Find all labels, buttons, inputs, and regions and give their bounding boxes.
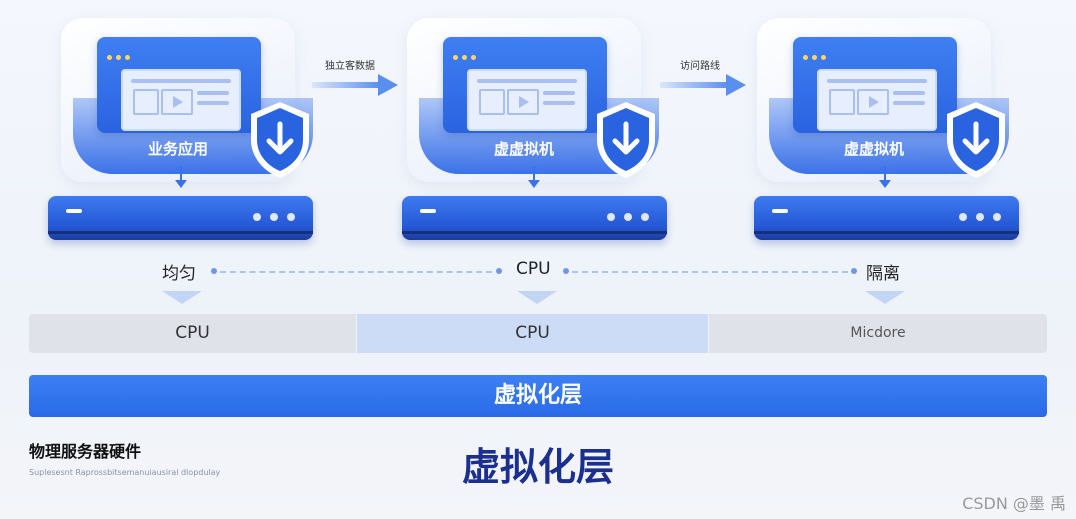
pointer-triangle [162,291,202,304]
resource-segment-1: CPU [29,314,356,353]
shield-download-icon [947,102,1005,178]
watermark: CSDN @墨 禹 [962,494,1066,513]
vm-card-2: 虚虚拟机 [407,18,659,182]
virtualization-layer-bar: 虚拟化层 [29,375,1047,417]
arrow-right-icon [312,74,398,96]
document-icon [121,69,241,131]
resource-segment-2: CPU [357,314,708,353]
document-icon [467,69,587,131]
pointer-triangle [865,291,905,304]
hardware-subtitle: Suplesesnt Raprossbitsemanuiausiral dlop… [29,468,221,477]
feature-label-3: 隔离 [866,264,900,284]
window-dots [107,45,134,64]
resource-segment-3: Micdore [709,314,1047,353]
vm-card-3: 虚虚拟机 [757,18,1009,182]
hardware-title: 物理服务器硬件 [29,442,142,461]
vm-window [793,37,957,133]
arrow-right-icon [660,74,746,96]
connector-dot [496,268,502,274]
card-label: 虚虚拟机 [843,140,904,158]
window-dots [803,45,830,64]
page-title: 虚拟化层 [461,445,614,489]
card-label: 业务应用 [147,140,208,158]
pointer-triangle [517,291,557,304]
connector-dot [211,268,217,274]
vm-window [443,37,607,133]
flow-label-1: 独立客数据 [325,61,375,72]
connector-line [220,271,492,273]
server-unit-2 [402,196,667,240]
server-unit-3 [754,196,1019,240]
flow-label-2: 访问路线 [680,61,720,72]
connector-dot [563,268,569,274]
arrow-down-icon [175,166,187,188]
document-icon [817,69,937,131]
window-dots [453,45,480,64]
connector-dot [851,268,857,274]
server-unit-1 [48,196,313,240]
shield-download-icon [597,102,655,178]
card-label: 虚虚拟机 [493,140,554,158]
arrow-down-icon [528,166,540,188]
arrow-down-icon [879,166,891,188]
shield-download-icon [251,102,309,178]
feature-label-2: CPU [516,259,551,279]
app-window [97,37,261,133]
feature-label-1: 均匀 [162,264,196,284]
app-card-1: 业务应用 [61,18,313,182]
connector-line [572,271,848,273]
